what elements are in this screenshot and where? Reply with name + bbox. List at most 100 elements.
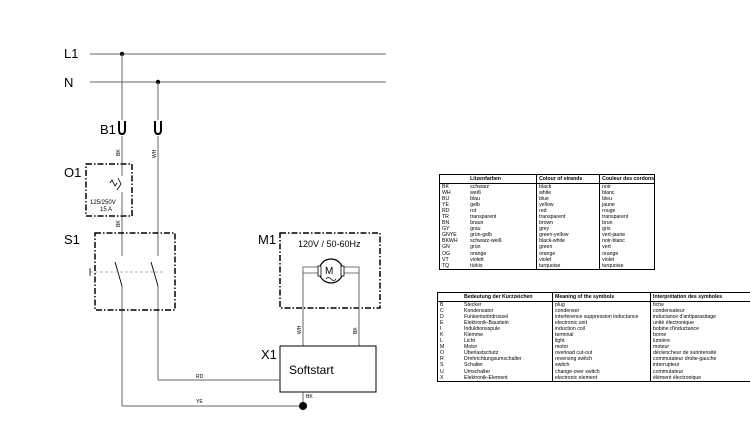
s1-switch-box	[94, 232, 176, 311]
table-cell: grün-gelb	[468, 232, 538, 239]
table-cell: white	[536, 190, 601, 197]
o1-current: 15 A	[100, 207, 112, 213]
wiring-diagram: L1 N B1 BK WH O1 125/250V 15 A BK S1	[64, 46, 386, 410]
table-cell: B	[440, 302, 444, 308]
b1-label: B1	[100, 122, 116, 137]
table-cell: violet	[602, 256, 615, 263]
table-cell: electronic element	[552, 374, 651, 382]
table-cell: interference suppression inductance	[552, 314, 651, 321]
table-cell: braun	[468, 220, 538, 227]
table-cell: commutateur droite-gauche	[653, 356, 717, 363]
table-header-row: Litzenfarben Colour of strands Couleur d…	[439, 174, 655, 184]
table-cell: brun	[602, 220, 613, 227]
table-cell: transparent	[468, 214, 538, 221]
table-cell: turquoise	[536, 262, 601, 270]
o1-overload-box	[85, 163, 133, 217]
table-cell: Elektronik-Element	[462, 374, 553, 382]
wire-label-bk-4: BK	[306, 394, 313, 400]
table-cell: blau	[468, 196, 538, 203]
table-cell: VT	[442, 256, 449, 263]
table-cell: light	[552, 338, 651, 345]
table-cell: bobine d'inductance	[653, 326, 699, 333]
wire-label-ye: YE	[196, 399, 203, 405]
table-cell: K	[440, 332, 444, 339]
column-header: Litzenfarben	[468, 174, 538, 184]
table-cell: BU	[442, 196, 450, 203]
column-header: Couleur des cordons	[599, 174, 655, 184]
wire-label-wh-2: WH	[297, 325, 303, 334]
table-cell: Drehrichtungsumschalter	[462, 356, 553, 363]
table-cell: orange	[602, 250, 619, 257]
table-cell: schwarz-weiß	[468, 238, 538, 245]
table-cell: electronic unit	[552, 320, 651, 327]
symbol-meaning-table: Bedeutung der Kurzzeichen Meaning of the…	[437, 292, 750, 382]
table-cell: grün	[468, 244, 538, 251]
table-cell: Induktionsspule	[462, 326, 553, 333]
table-cell: blanc	[602, 190, 615, 197]
o1-label: O1	[64, 165, 81, 180]
wire-label-bk-2: BK	[116, 220, 122, 227]
table-cell: induction coil	[552, 326, 651, 333]
wire-label-wh-1: WH	[152, 149, 158, 158]
strand-color-table: Litzenfarben Colour of strands Couleur d…	[439, 174, 655, 270]
table-cell: O	[440, 350, 445, 357]
softstart-label: Softstart	[289, 363, 334, 377]
n-label: N	[64, 75, 73, 90]
table-cell: TR	[442, 214, 449, 221]
table-cell: change-over switch	[552, 368, 651, 375]
table-cell: L	[440, 338, 443, 345]
s1-switch-contacts	[89, 250, 164, 292]
m1-label: M1	[258, 232, 276, 247]
table-cell: brown	[536, 220, 601, 227]
table-cell: interrupteur	[653, 362, 680, 369]
table-header-row: Bedeutung der Kurzzeichen Meaning of the…	[437, 292, 750, 302]
table-cell: orange	[536, 250, 601, 257]
table-cell: borne	[653, 332, 667, 339]
table-cell: TQ	[442, 262, 450, 269]
table-cell: élément électronique	[653, 374, 702, 381]
table-cell: E	[440, 320, 444, 327]
table-cell: Stecker	[462, 301, 553, 309]
m1-motor-box	[279, 232, 381, 309]
table-cell: green-yellow	[536, 232, 601, 239]
motor-symbol-letter: M	[325, 266, 333, 277]
table-cell: green	[536, 244, 601, 251]
table-cell: vert-jaune	[602, 232, 626, 239]
table-cell: Motor	[462, 344, 553, 351]
table-cell: terminal	[552, 332, 651, 339]
table-cell: BK	[442, 184, 449, 190]
table-cell: Licht	[462, 338, 553, 345]
x1-label: X1	[261, 347, 277, 362]
table-cell: transparent	[602, 214, 629, 221]
table-cell: noir	[602, 184, 611, 190]
column-header: Interprétation des symboles	[650, 292, 750, 302]
table-cell: OG	[442, 250, 451, 257]
s1-label: S1	[64, 232, 80, 247]
table-cell: R	[440, 356, 444, 363]
table-cell: Klemme	[462, 332, 553, 339]
table-cell: fiche	[653, 302, 664, 308]
table-cell: overload cut-out	[552, 350, 651, 357]
table-cell: YE	[442, 202, 449, 209]
table-cell: inductance d'antiparasitage	[653, 314, 716, 321]
table-cell: rot	[468, 208, 538, 215]
table-cell: U	[440, 368, 444, 375]
table-cell: GY	[442, 226, 450, 233]
table-cell: violett	[468, 256, 538, 263]
table-cell: WH	[442, 190, 451, 197]
table-cell: transparent	[536, 214, 601, 221]
